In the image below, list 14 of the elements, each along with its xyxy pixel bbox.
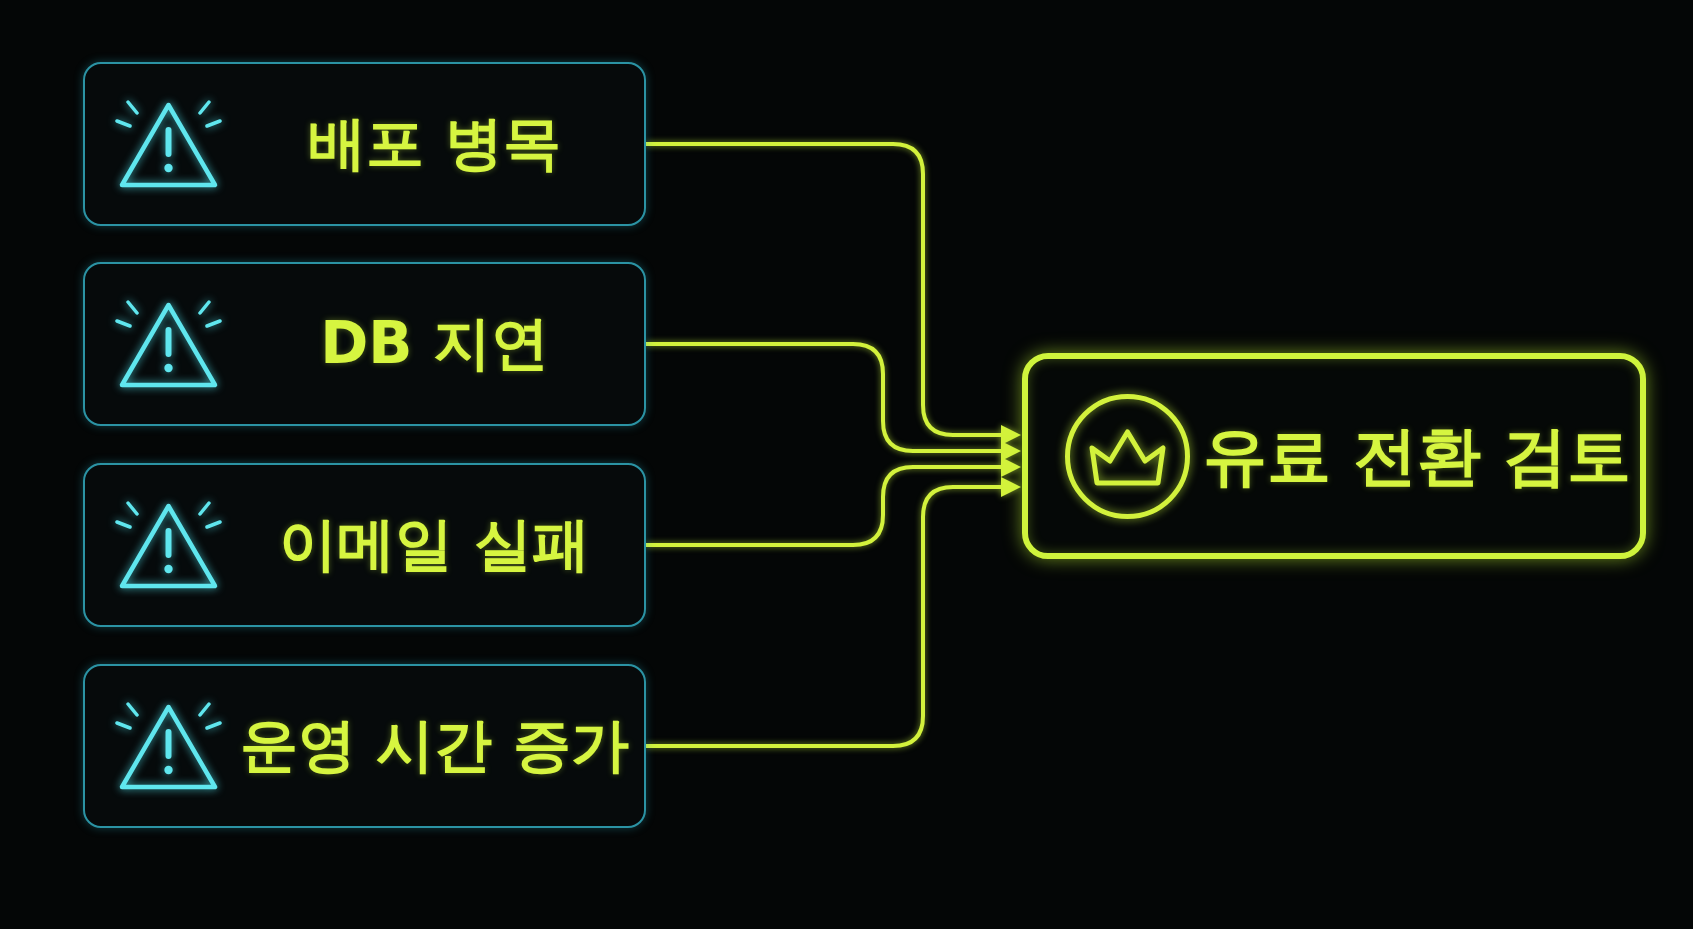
alert-box <box>83 664 646 828</box>
arrow <box>646 142 1021 445</box>
alert-box <box>83 262 646 426</box>
result-box <box>1022 353 1646 559</box>
label-text: 배포 병목 <box>308 112 561 176</box>
label-text: 이메일 실패 <box>279 513 590 577</box>
label-text: 운영 시간 증가 <box>240 714 629 778</box>
arrow <box>646 457 1021 547</box>
label-text: 유료 전환 검토 <box>1202 420 1632 492</box>
arrow <box>646 477 1021 748</box>
arrow <box>646 342 1021 461</box>
alert-box <box>83 463 646 627</box>
label-text: DB 지연 <box>320 312 549 376</box>
alert-box <box>83 62 646 226</box>
